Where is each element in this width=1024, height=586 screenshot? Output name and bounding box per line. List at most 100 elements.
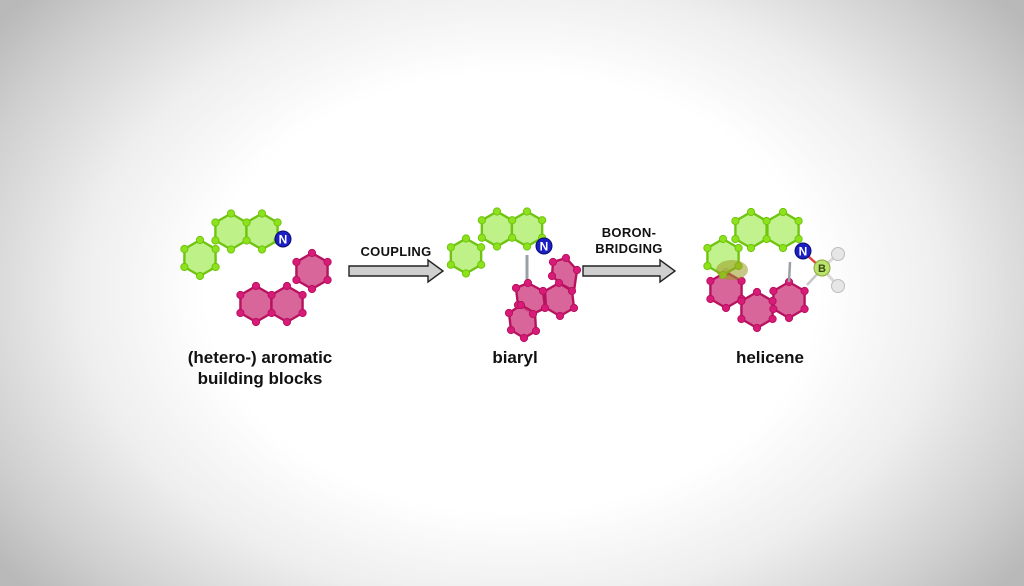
- nitrogen-atom: N: [794, 242, 812, 260]
- nitrogen-ball: [274, 230, 292, 248]
- biaryl-green-ring: [480, 210, 514, 248]
- helicene-green-atom: [703, 261, 712, 271]
- building-blocks-caption-line-1: (hetero-) aromatic: [187, 348, 333, 367]
- coupling-label: COUPLING: [350, 244, 442, 260]
- helicene-overlap-shade: [716, 260, 748, 280]
- biaryl-pink-atom: [548, 257, 558, 267]
- nitrogen-atom: N: [274, 230, 292, 248]
- hydrogen-ball: [831, 247, 845, 261]
- biaryl-pink-atom: [523, 278, 533, 288]
- building-block-pink-atom: [251, 317, 261, 327]
- building-block-pink-atom: [292, 257, 301, 267]
- biaryl-pink-atom: [516, 300, 526, 310]
- helicene-caption: helicene: [715, 347, 825, 368]
- biaryl-pink-atom: [504, 308, 514, 318]
- building-block-pink-atom: [298, 308, 307, 318]
- building-block-green-atom: [195, 235, 205, 245]
- biaryl-pink-atom: [511, 283, 521, 293]
- helicene-pink-ring: [740, 290, 774, 330]
- helicene-green-atom: [762, 234, 771, 244]
- nitrogen-ball: [794, 242, 812, 260]
- building-block-green-atom: [180, 244, 189, 254]
- helicene-green-atom: [718, 234, 728, 244]
- helicene-caption-line-1: helicene: [735, 348, 805, 367]
- building-block-green-atom: [211, 236, 220, 245]
- building-block-pink-atom: [267, 308, 276, 318]
- biaryl-pink-group: [504, 253, 582, 343]
- biaryl-pink-atom: [528, 309, 538, 319]
- biaryl-pink-atom: [547, 271, 557, 281]
- biaryl-pink-atom: [540, 303, 550, 313]
- building-block-green-atom: [226, 245, 236, 254]
- building-block-pink-atom: [282, 281, 292, 291]
- boron-bridging-label-line-2: BRIDGING: [595, 241, 663, 256]
- biaryl-green-atom: [446, 260, 455, 269]
- helicene-green-atom: [794, 216, 803, 226]
- biaryl-green-atom: [477, 216, 486, 225]
- building-block-pink-atom: [307, 248, 317, 258]
- biaryl-green-atom: [446, 243, 455, 252]
- biaryl-green-atom: [492, 242, 502, 251]
- biaryl-green-atom: [492, 207, 502, 216]
- building-block-pink-ring: [270, 284, 304, 324]
- biaryl-caption-line-1: biaryl: [492, 348, 538, 367]
- coupling-arrow: [348, 258, 445, 284]
- helicene-green-atom: [746, 243, 756, 253]
- nitrogen-symbol: N: [279, 232, 288, 246]
- helicene-pink-atom: [768, 314, 777, 324]
- helicene-pink-atom: [706, 294, 715, 304]
- building-block-green-atom: [242, 218, 251, 227]
- biaryl-pink-atom: [555, 311, 565, 321]
- biaryl-green: [446, 207, 547, 278]
- helicene-pink-atom: [737, 314, 746, 324]
- building-block-pink-atom: [267, 290, 276, 300]
- building-block-green-atom: [257, 209, 267, 218]
- building-block-green-atom: [242, 236, 251, 245]
- nitrogen-symbol: N: [540, 239, 549, 253]
- biaryl-green-atom: [522, 242, 532, 251]
- biaryl-pink-atom: [572, 265, 582, 275]
- biaryl-pink-atom: [506, 325, 516, 335]
- helicene-pink-atom: [784, 313, 794, 323]
- building-block-green-ring: [183, 238, 217, 278]
- helicene-green-atom: [703, 243, 712, 253]
- biaryl-green-atom: [477, 243, 486, 252]
- biaryl-caption: biaryl: [460, 347, 570, 368]
- building-block-pink-ring: [239, 284, 273, 324]
- helicene-green-atom: [778, 243, 788, 253]
- building-block-green-atom: [273, 218, 282, 227]
- boron-bridging-label: BORON- BRIDGING: [583, 225, 675, 257]
- helicene-green-atom: [794, 234, 803, 244]
- building-block-green-atom: [211, 218, 220, 227]
- coupling-label-line-1: COUPLING: [360, 244, 432, 259]
- helicene-pink-ring: [772, 280, 806, 320]
- helicene-green-ring: [734, 210, 768, 250]
- helicene-green-atom: [778, 207, 788, 217]
- helicene-pink-atom: [800, 286, 809, 296]
- biaryl-green-atom: [461, 234, 471, 243]
- biaryl-green-atom: [477, 260, 486, 269]
- helicene-pink-atom: [737, 296, 746, 306]
- helicene-pink-atom: [721, 303, 731, 313]
- biaryl-green-atom: [508, 233, 517, 242]
- helicene-green-atom: [731, 234, 740, 244]
- building-block-green-atom: [195, 271, 205, 281]
- boron-symbol: B: [818, 263, 826, 275]
- nitrogen-symbol: N: [799, 244, 808, 258]
- helicene-green-atom: [762, 216, 771, 226]
- nitrogen-atom: N: [535, 237, 553, 255]
- helicene-pink-atom: [769, 304, 778, 314]
- boron-bridging-arrow: [582, 258, 677, 284]
- building-block-green-atom: [257, 245, 267, 254]
- building-block-pink-atom: [236, 308, 245, 318]
- building-blocks-caption: (hetero-) aromatic building blocks: [160, 347, 360, 389]
- building-block-pink-atom: [323, 275, 332, 285]
- hydrogen-ball: [831, 279, 845, 293]
- biaryl-pink-atom: [554, 278, 564, 288]
- biaryl-pink-atom: [538, 286, 548, 296]
- helicene-pink-atom: [752, 323, 762, 333]
- helicene-pink-atom: [769, 286, 778, 296]
- helicene-green-atom: [731, 216, 740, 226]
